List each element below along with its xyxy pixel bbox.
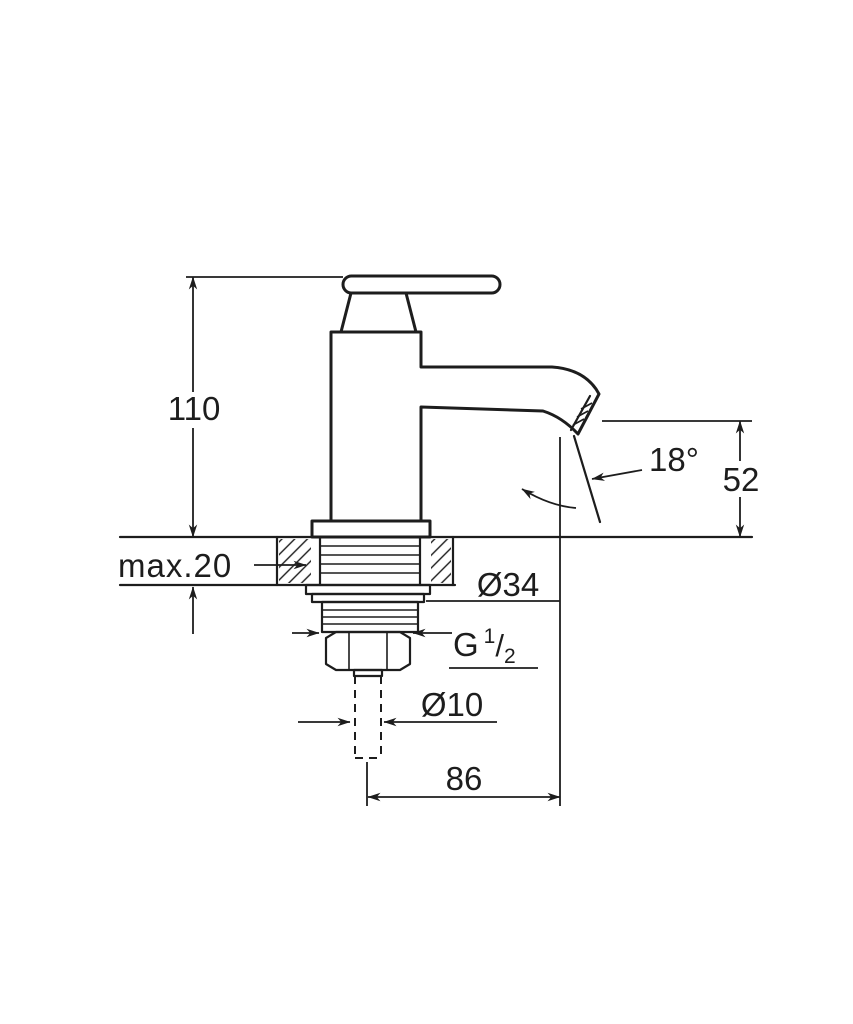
g12-numerator: 1 xyxy=(484,625,496,648)
aerator-detail xyxy=(569,394,593,432)
dim-label-52: 52 xyxy=(723,461,760,498)
faucet-body xyxy=(310,274,601,539)
dim-angle-18: 18° xyxy=(591,441,699,481)
body-and-spout-outline xyxy=(329,330,601,523)
shank-through-deck xyxy=(318,535,422,587)
dim-label-86: 86 xyxy=(446,760,483,797)
dim-reach-86: 86 xyxy=(366,437,561,806)
dim-height-110: 110 xyxy=(163,276,343,538)
dim-label-max20: max.20 xyxy=(118,547,232,584)
base-plate xyxy=(310,519,432,539)
leader-line-18 xyxy=(591,469,643,481)
supply-pipe-dashed xyxy=(354,675,382,759)
mounting-nut xyxy=(324,630,412,672)
dim-label-110: 110 xyxy=(168,390,221,427)
water-stream xyxy=(521,434,602,524)
angle-arc-arrow xyxy=(521,488,577,509)
g12-slash: / xyxy=(495,628,504,663)
lever-handle xyxy=(341,274,502,295)
tailpiece xyxy=(352,668,384,678)
dim-max-deck-thickness: max.20 xyxy=(118,547,307,634)
dim-label-d10: Ø10 xyxy=(421,686,483,723)
hatch-left xyxy=(279,539,311,583)
dim-label-18deg: 18° xyxy=(649,441,699,478)
countertop-cross-section xyxy=(118,535,754,587)
hatch-right xyxy=(431,539,451,583)
lever-neck xyxy=(339,291,418,334)
g12-denominator: 2 xyxy=(504,645,516,668)
dim-diameter-34: Ø34 xyxy=(426,566,560,603)
g12-prefix: G xyxy=(453,626,479,663)
washer-lower xyxy=(310,592,426,604)
washer-upper xyxy=(304,583,432,596)
stream-line xyxy=(572,434,602,524)
mounting-hardware xyxy=(304,583,432,678)
dim-spout-height-52: 52 xyxy=(602,420,764,538)
dim-diameter-10: Ø10 xyxy=(298,686,497,727)
dim-label-d34: Ø34 xyxy=(477,566,539,603)
